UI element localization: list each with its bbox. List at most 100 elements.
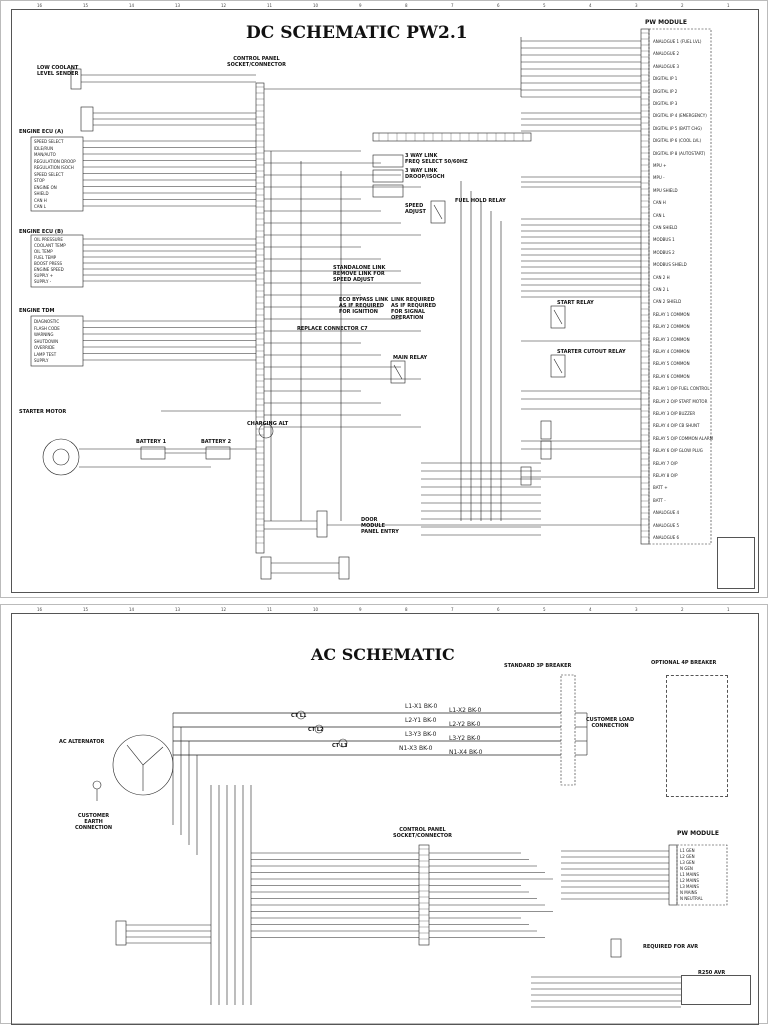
- module-input-7: DIGITAL IP 5 (BATT CHG): [653, 125, 702, 131]
- pw-module-body: [648, 28, 712, 545]
- tdm-box: [30, 315, 84, 367]
- module-input-11: MPU -: [653, 175, 665, 181]
- link-block-0: [372, 154, 404, 168]
- ruler-mark: 16: [37, 607, 43, 612]
- line-l2-right: L2-Y2 BK-0: [449, 721, 481, 728]
- ruler-mark: 2: [681, 3, 684, 8]
- ruler-mark: 14: [129, 607, 135, 612]
- tdm-pin-6: SUPPLY: [34, 358, 49, 363]
- charging-alt-symbol: [258, 423, 274, 439]
- module-input-33: RELAY 6 O/P GLOW PLUG: [653, 448, 703, 454]
- ruler-mark: 9: [359, 607, 362, 612]
- ruler-mark: 12: [221, 3, 227, 8]
- current-transformer-1: [314, 724, 324, 734]
- ecu-a-pin-0: SPEED SELECT: [34, 139, 64, 144]
- ct-l2-label: CT L2: [308, 727, 324, 733]
- ecu-a-pin-9: CAN H: [34, 197, 47, 203]
- eco-bypass-label: ECO BYPASS LINK AS IF REQUIRED FOR IGNIT…: [339, 297, 389, 315]
- terminal-strip: [372, 132, 532, 142]
- dc-pw-module-label: PW MODULE: [645, 19, 687, 26]
- ac-module-pin-5: L2 MAINS: [680, 878, 699, 883]
- module-input-23: RELAY 2 COMMON: [653, 324, 690, 330]
- charging-alt-label: CHARGING ALT: [247, 421, 289, 427]
- module-input-10: MPU +: [653, 163, 667, 168]
- module-input-21: CAN 2 SHIELD: [653, 299, 682, 305]
- tdm-pin-0: DIAGNOSTIC: [34, 319, 60, 324]
- module-input-18: MODBUS SHIELD: [653, 262, 687, 268]
- bottom-connector-a: [260, 556, 272, 580]
- ecu-b-pin-7: SUPPLY -: [34, 279, 52, 284]
- r250-avr-label: R250 AVR: [698, 970, 726, 976]
- engine-tdm-label: ENGINE TDM: [19, 308, 55, 314]
- dc-frame: [11, 9, 759, 593]
- module-input-29: RELAY 2 O/P START MOTOR: [653, 398, 708, 404]
- dc-title-block: [717, 537, 755, 589]
- battery-2-label: BATTERY 2: [201, 439, 232, 445]
- ac-module-pin-0: L1 GEN: [680, 848, 695, 853]
- ruler-mark: 1: [727, 3, 730, 8]
- dc-title: DC SCHEMATIC PW2.1: [246, 23, 468, 43]
- module-input-14: CAN L: [653, 212, 666, 218]
- ruler-mark: 8: [405, 607, 408, 612]
- line-n1-right: N1-X4 BK-0: [449, 749, 483, 756]
- ruler-mark: 11: [267, 3, 273, 8]
- start-relay-coil: [553, 309, 563, 325]
- ruler-mark: 3: [635, 607, 638, 612]
- ac-module-connector: [668, 844, 678, 906]
- ruler-mark: 10: [313, 3, 319, 8]
- line-l3-left: L3-Y3 BK-0: [405, 731, 437, 738]
- ac-control-connector: [418, 844, 430, 946]
- ac-module-pin-2: L3 GEN: [680, 860, 695, 865]
- module-input-28: RELAY 1 O/P FUEL CONTROL: [653, 386, 710, 392]
- ruler-mark: 6: [497, 607, 500, 612]
- ecu-b-pin-3: FUEL TEMP: [34, 255, 57, 260]
- replace-connector-label: REPLACE CONNECTOR C7: [297, 326, 368, 332]
- ac-module-pin-4: L1 MAINS: [680, 872, 699, 877]
- module-input-9: DIGITAL IP 8 (AUTOSTART): [653, 150, 706, 156]
- door-module-connector: [316, 510, 328, 538]
- current-transformer-0: [296, 710, 306, 720]
- battery-1-label: BATTERY 1: [136, 439, 167, 445]
- module-input-36: BATT +: [653, 485, 668, 491]
- ecu-b-box: [30, 234, 84, 288]
- main-relay-coil: [393, 364, 403, 380]
- module-input-3: DIGITAL IP 1: [653, 76, 678, 82]
- module-input-37: BATT -: [653, 497, 666, 503]
- module-input-2: ANALOGUE 3: [653, 63, 680, 69]
- customer-earth-label: CUSTOMER EARTH CONNECTION: [75, 813, 113, 831]
- line-l2-left: L2-Y1 BK-0: [405, 717, 437, 724]
- engine-ecu-a-label: ENGINE ECU (A): [19, 129, 64, 135]
- ruler-mark: 9: [359, 3, 362, 8]
- earth-symbol: [92, 780, 102, 790]
- ecu-a-pin-2: MAN/AUTO: [34, 152, 56, 157]
- module-input-24: RELAY 3 COMMON: [653, 336, 690, 342]
- left-terminal-block: [115, 920, 127, 946]
- avr-link-connector: [610, 938, 622, 958]
- dc-control-panel-label: CONTROL PANEL SOCKET/CONNECTOR: [227, 56, 286, 68]
- low-coolant-label: LOW COOLANT LEVEL SENDER: [37, 65, 79, 77]
- ac-module-pin-1: L2 GEN: [680, 854, 695, 859]
- module-input-39: ANALOGUE 5: [653, 522, 680, 528]
- ct-l3-label: CT L3: [332, 743, 348, 749]
- module-input-1: ANALOGUE 2: [653, 51, 680, 57]
- ruler-mark: 14: [129, 3, 135, 8]
- alternator-winding-1: [126, 744, 144, 766]
- ruler-mark: 5: [543, 3, 546, 8]
- module-input-32: RELAY 5 O/P COMMON ALARM: [653, 435, 714, 441]
- coolant-sender-box: [70, 68, 82, 90]
- fuel-hold-relay-label: FUEL HOLD RELAY: [455, 198, 506, 204]
- right-sub-connector-1: [540, 440, 552, 460]
- module-input-27: RELAY 6 COMMON: [653, 373, 690, 379]
- ecu-b-pin-2: OIL TEMP: [34, 249, 53, 254]
- ecu-a-box: [30, 136, 84, 212]
- module-input-35: RELAY 8 O/P: [653, 473, 678, 478]
- tdm-pin-3: SHUTDOWN: [34, 338, 59, 344]
- pw-module-connector: [640, 28, 650, 545]
- ruler-mark: 16: [37, 3, 43, 8]
- fuel-hold-relay-symbol: [430, 200, 446, 224]
- ruler-mark: 10: [313, 607, 319, 612]
- module-input-6: DIGITAL IP 4 (EMERGENCY): [653, 113, 707, 119]
- module-input-26: RELAY 5 COMMON: [653, 361, 690, 367]
- module-input-38: ANALOGUE 4: [653, 510, 680, 516]
